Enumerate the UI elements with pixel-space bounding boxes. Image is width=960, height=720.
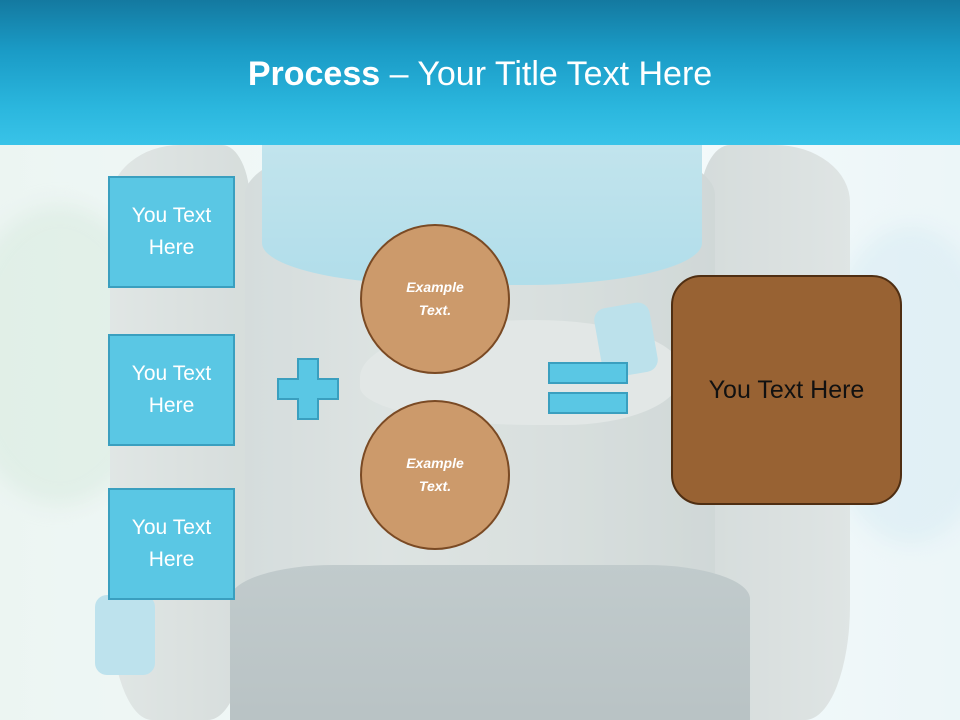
example-circle-1-label: Example Text. [406,279,464,318]
result-box-label: You Text Here [708,375,865,404]
page-title: Process – Your Title Text Here [0,52,960,96]
plus-icon [277,358,339,420]
example-circle-2: Example Text. [360,400,510,550]
header-banner: Process – Your Title Text Here [0,0,960,145]
title-bold: Process [247,55,381,93]
text-box-2-label: You Text Here [131,362,212,417]
text-box-2: You Text Here [108,334,235,446]
example-circle-2-label: Example Text. [406,455,464,494]
text-box-1: You Text Here [108,176,235,288]
title-rest: Your Title Text Here [417,55,713,93]
result-box: You Text Here [671,275,902,505]
text-box-3-label: You Text Here [131,516,212,571]
equals-icon [548,362,628,414]
text-box-1-label: You Text Here [131,204,212,259]
text-box-3: You Text Here [108,488,235,600]
example-circle-1: Example Text. [360,224,510,374]
title-separator: – [380,55,418,93]
